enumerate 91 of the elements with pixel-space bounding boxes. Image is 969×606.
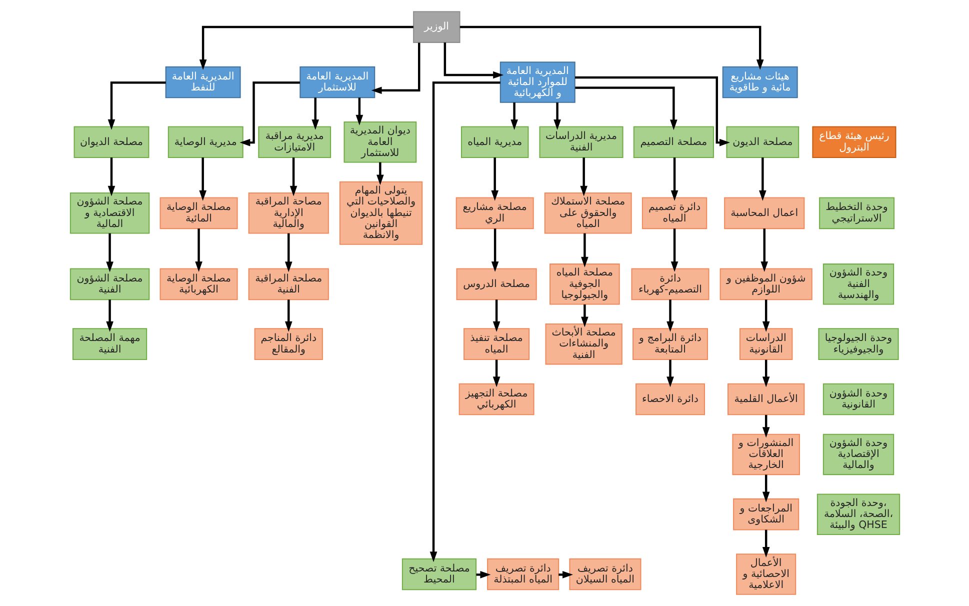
arrow (762, 474, 770, 502)
node-box: مديرية الوصاية (167, 126, 243, 158)
arrow (284, 300, 292, 332)
node-box: دائرة الاحصاء (635, 383, 704, 416)
node-box: مصلحة المياه الجوفية والجيولوجيا (549, 264, 620, 305)
arrow (194, 228, 202, 272)
arrow (198, 158, 206, 201)
arrow (758, 158, 766, 201)
node-box: دائرة تصريف المياه المبتذلة (486, 558, 559, 590)
arrow (553, 102, 560, 130)
arrow (429, 82, 500, 562)
node-box: دائرة البرامج و المتابعة (632, 328, 708, 360)
node-box: ديوان المديرية العامة للاستثمار (343, 122, 416, 163)
node-box: وحدة الشؤون الإقتصادية والمالية (822, 434, 894, 476)
node-box: مصلحة الشؤون الاقتصادية و المالية (69, 192, 150, 234)
arrow (580, 304, 588, 328)
node-box: اعمال المحاسبة (724, 197, 804, 230)
arrow (490, 228, 498, 272)
arrow (670, 228, 678, 272)
node-box: مديرية المياه (460, 126, 528, 158)
node-box: مصلحة الاستملاك والحقوق على المياه (544, 192, 632, 234)
arrow (580, 158, 587, 196)
node-box: مصلحة الأبحاث والمنشاءات الفنية (544, 323, 622, 365)
node-box: وحدة الشؤون القانونية (822, 383, 894, 416)
node-box: يتولى المهام والصلاحيات التي تنيطها بالديوان القوانين والانظمة (338, 181, 422, 245)
node-box: وحدة الجودة، الصحة، السلامة، والبيئة QHSE (816, 494, 900, 535)
node-box: المنشورات و العلاقات الخارجية (732, 434, 800, 476)
arrow (106, 300, 113, 332)
node-box: الأعمال الاحصائية و الاعلامية (736, 554, 796, 595)
node-box: المديرية العامة للاستثمار (299, 66, 375, 98)
arrow (492, 360, 500, 388)
arrow (107, 82, 166, 130)
arrow (284, 233, 292, 272)
node-box: المديرية العامة للموارد المائية و الكهربائية (499, 62, 575, 103)
node-box: الوزير (412, 11, 460, 43)
arrow (760, 228, 768, 272)
node-box: مهمة المصلحة الفنية (72, 328, 147, 360)
node-box: وحدة التخطيط الاستراتيجي (818, 197, 894, 230)
node-box: رئيس هيئة قطاع البترول (812, 126, 896, 158)
arrow (762, 300, 770, 332)
node-box: المديرية العامة للنفط (164, 66, 240, 98)
arrow (510, 102, 518, 130)
node-box: مصلحة تنفيذ المياه (463, 328, 530, 360)
arrow (376, 162, 384, 186)
node-box: مديرية مراقبة الامتيازات (258, 126, 331, 158)
arrow (107, 158, 115, 196)
node-box: هيئات مشاريع مائية و طاقوية (722, 66, 798, 98)
arrow (762, 530, 770, 558)
node-box: دائرة تصريف المياه السيلان (568, 558, 641, 590)
node-box: مصلحة تصحيح المحيط (401, 558, 476, 590)
node-box: مصلحة مشاريع الري (455, 197, 534, 230)
node-box: المراجعات و الشكاوى (732, 498, 799, 530)
arrow (289, 158, 297, 196)
arrow (670, 158, 678, 201)
arrow (666, 360, 674, 388)
arrow (311, 98, 319, 130)
node-box: مصلحة التجهيز الكهربائي (458, 383, 534, 416)
node-box: وحدة الشؤون الفنية والهندسية (822, 264, 894, 305)
arrow (459, 26, 764, 70)
arrow (106, 233, 113, 272)
arrow (492, 300, 500, 332)
arrow (443, 42, 504, 79)
node-box: الدراسات القانونية (738, 328, 792, 360)
arrow (580, 233, 588, 268)
node-box: مصلحة الوصاية الكهربائية (159, 268, 238, 300)
arrow (574, 86, 677, 130)
node-box: وحدة الجيولوجيا والجيوفيزياء (818, 328, 898, 360)
node-box: مصلحة الديون (726, 126, 799, 158)
node-box: مصلحة المراقبة الفنية (248, 268, 328, 300)
node-box: مصاحة المراقبة الإدارية والمالية (248, 192, 328, 234)
arrow (762, 414, 770, 438)
arrow (490, 158, 498, 201)
node-box: دائرة التصميم-كهرباء (630, 268, 709, 300)
arrow (574, 76, 730, 146)
node-box: دائرة المناجم والمقالع (254, 328, 322, 360)
node-box: مصلحة الديوان (73, 126, 149, 158)
node-box: مصلحة التصميم (632, 126, 714, 158)
arrow (762, 360, 770, 388)
arrow (558, 571, 572, 578)
arrow (370, 42, 420, 94)
node-box: مديرية الدراسات الفنية (538, 126, 623, 158)
arrow (198, 26, 413, 70)
arrow (355, 98, 363, 126)
node-box: الأعمال القلمية (727, 383, 804, 416)
node-box: مصلحة الوصاية المائية (159, 197, 238, 230)
arrow (239, 82, 300, 146)
node-box: مصلحة الدروس (456, 268, 536, 300)
arrow (666, 300, 674, 332)
node-box: مصلحة الشؤون الفنية (69, 268, 150, 300)
node-box: دائرة تصميم المياه (641, 197, 707, 230)
node-box: شؤون الموظفين و اللوازم (719, 268, 812, 300)
